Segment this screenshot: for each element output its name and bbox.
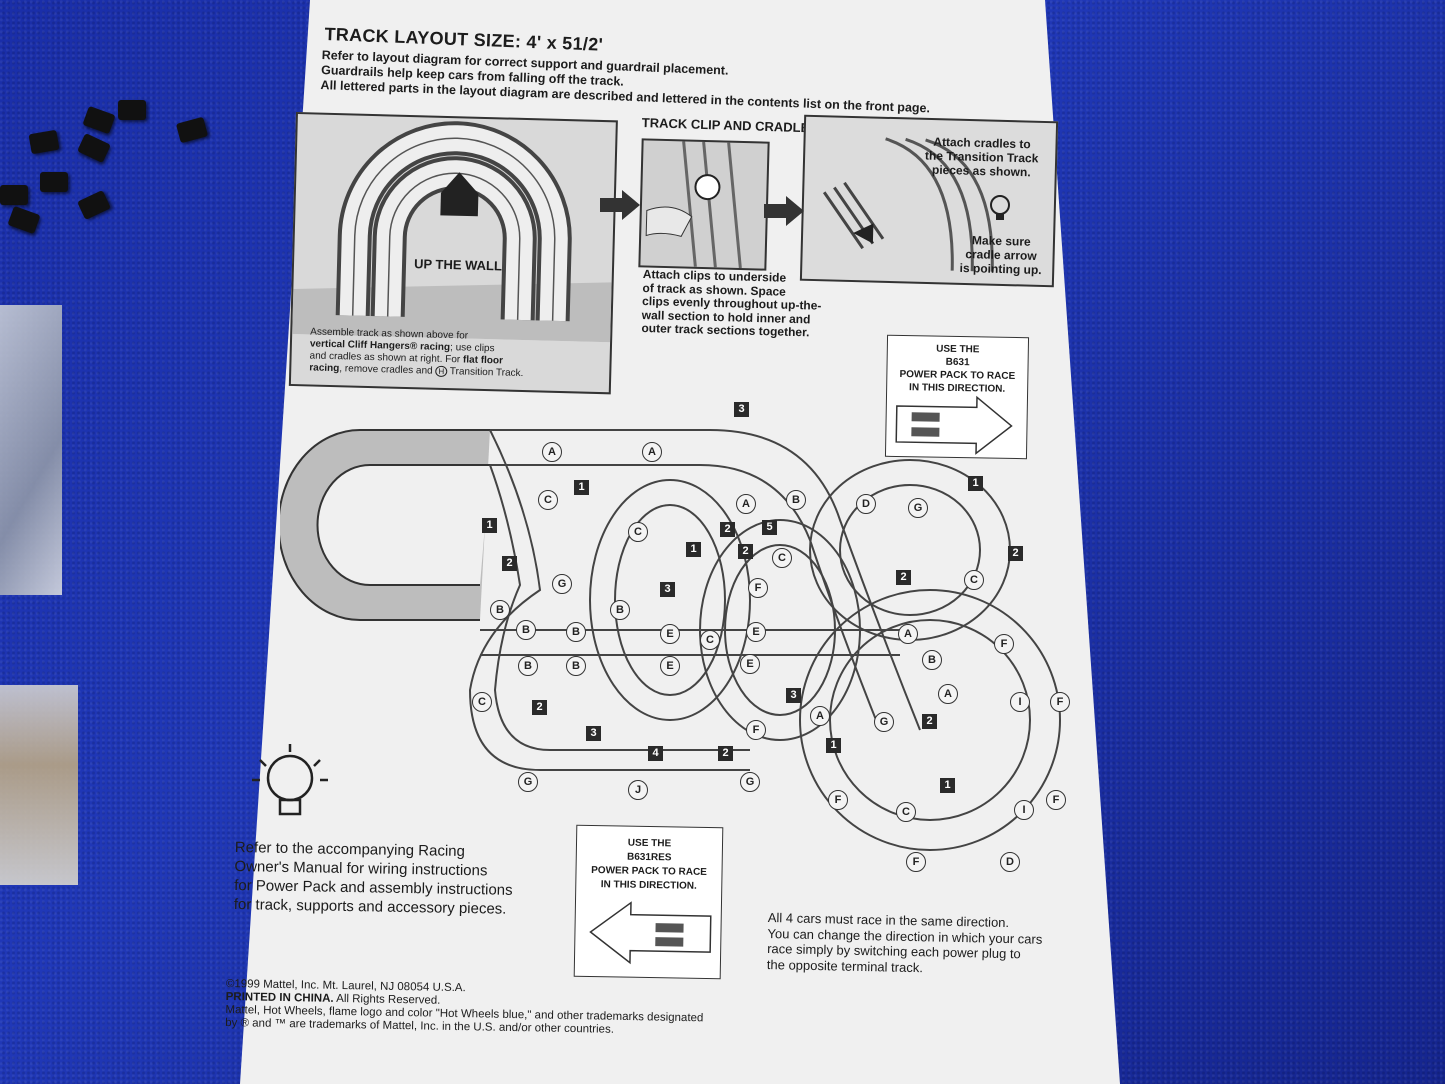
direction-box-text: USE THE B631RES POWER PACK TO RACE IN TH…	[591, 837, 707, 892]
track-part-letter: A	[938, 684, 958, 704]
support-number: 2	[1008, 546, 1023, 561]
support-number: 1	[940, 778, 955, 793]
clip-caption: Attach clips to underside of track as sh…	[641, 267, 822, 340]
direction-box-top: USE THE B631 POWER PACK TO RACE IN THIS …	[884, 334, 1030, 460]
track-layout-diagram	[280, 429, 1061, 851]
arrow-right-icon	[764, 196, 804, 226]
up-the-wall-label: UP THE WALL	[413, 256, 503, 274]
support-number: 2	[896, 570, 911, 585]
track-part-letter: A	[810, 706, 830, 726]
support-number: 3	[660, 582, 675, 597]
track-part-letter: E	[660, 656, 680, 676]
lightbulb-icon	[990, 195, 1010, 220]
track-clip-piece	[118, 100, 146, 120]
support-number: 4	[648, 746, 663, 761]
track-part-letter: C	[700, 630, 720, 650]
track-clip-piece	[0, 185, 28, 205]
support-number: 5	[762, 520, 777, 535]
support-number: 2	[720, 522, 735, 537]
track-part-letter: B	[518, 656, 538, 676]
track-part-letter: A	[542, 442, 562, 462]
arrow-right-icon	[600, 190, 640, 220]
track-part-letter: B	[566, 622, 586, 642]
lightbulb-icon	[252, 744, 328, 816]
track-part-letter: G	[552, 574, 572, 594]
support-number: 2	[532, 700, 547, 715]
track-part-letter: B	[922, 650, 942, 670]
tip-caption: Make sure cradle arrow is pointing up.	[959, 233, 1042, 278]
track-part-letter: F	[906, 852, 926, 872]
track-part-letter: C	[964, 570, 984, 590]
track-part-letter: E	[746, 622, 766, 642]
support-number: 1	[826, 738, 841, 753]
track-part-letter: F	[748, 578, 768, 598]
direction-box-bottom: USE THE B631RES POWER PACK TO RACE IN TH…	[573, 824, 724, 980]
track-part-letter: A	[736, 494, 756, 514]
track-part-letter: G	[874, 712, 894, 732]
track-part-letter: G	[908, 498, 928, 518]
direction-box-text: USE THE B631 POWER PACK TO RACE IN THIS …	[899, 343, 1016, 395]
support-number: 2	[502, 556, 517, 571]
track-part-letter: C	[472, 692, 492, 712]
track-part-letter: E	[660, 624, 680, 644]
arrow-right-icon	[895, 395, 1013, 455]
up-the-wall-diagram	[292, 121, 612, 343]
track-part-letter: C	[772, 548, 792, 568]
track-part-letter: B	[610, 600, 630, 620]
track-part-letter: B	[516, 620, 536, 640]
support-number: 3	[734, 402, 749, 417]
cradle-diagram	[799, 114, 1059, 288]
panel-caption: Assemble track as shown above for vertic…	[309, 326, 524, 380]
track-part-letter: F	[1046, 790, 1066, 810]
track-part-letter: G	[518, 772, 538, 792]
track-part-letter: I	[1010, 692, 1030, 712]
support-number: 2	[718, 746, 733, 761]
support-number: 3	[786, 688, 801, 703]
support-number: 2	[738, 544, 753, 559]
support-number: 1	[686, 542, 701, 557]
footer: ©1999 Mattel, Inc. Mt. Laurel, NJ 08054 …	[225, 978, 704, 1036]
track-part-letter: C	[896, 802, 916, 822]
track-clip-piece	[40, 172, 68, 192]
track-part-letter: B	[786, 490, 806, 510]
support-number: 3	[586, 726, 601, 741]
track-part-letter: F	[1050, 692, 1070, 712]
cars-note: All 4 cars must race in the same directi…	[766, 910, 1043, 975]
track-part-letter: A	[898, 624, 918, 644]
support-number: 2	[922, 714, 937, 729]
track-part-letter: D	[1000, 852, 1020, 872]
track-part-letter: B	[566, 656, 586, 676]
support-number: 1	[968, 476, 983, 491]
track-part-letter: C	[628, 522, 648, 542]
track-part-letter: I	[1014, 800, 1034, 820]
clip-diagram	[638, 138, 770, 271]
track-part-letter: J	[628, 780, 648, 800]
track-part-letter: C	[538, 490, 558, 510]
track-part-letter: F	[828, 790, 848, 810]
cradle-caption: Attach cradles to the Transition Track p…	[924, 134, 1039, 180]
support-number: 1	[574, 480, 589, 495]
track-part-letter: A	[642, 442, 662, 462]
plastic-bag	[0, 685, 78, 885]
track-part-letter: B	[490, 600, 510, 620]
support-number: 1	[482, 518, 497, 533]
track-part-letter: F	[994, 634, 1014, 654]
track-part-letter: D	[856, 494, 876, 514]
manual-note: Refer to the accompanying Racing Owner's…	[233, 838, 513, 918]
track-part-letter: G	[740, 772, 760, 792]
track-part-letter: E	[740, 654, 760, 674]
arrow-left-icon	[589, 901, 712, 965]
up-the-wall-panel: UP THE WALL Assemble track as shown abov…	[288, 112, 618, 395]
track-part-letter: F	[746, 720, 766, 740]
plastic-bag	[0, 305, 62, 595]
